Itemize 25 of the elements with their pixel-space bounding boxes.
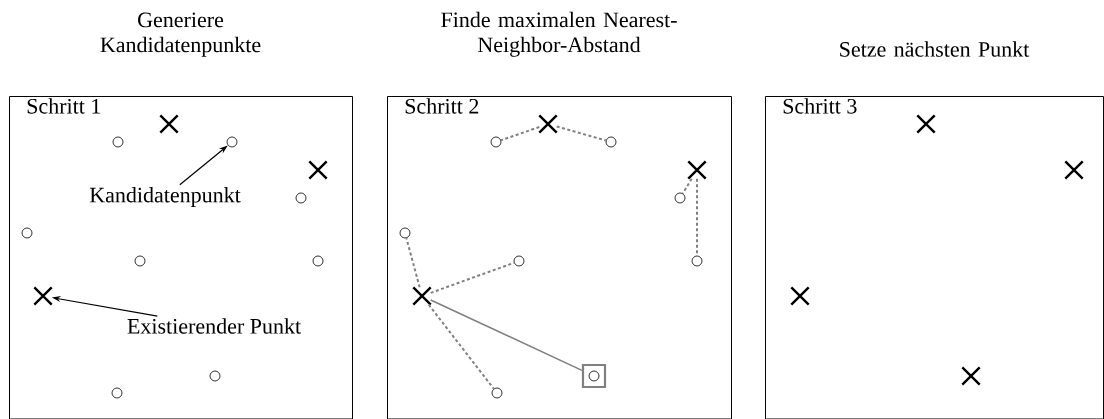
cross-mark: [538, 114, 558, 134]
highlight-square: [581, 363, 607, 389]
cross-mark: [916, 114, 936, 134]
cross-mark: [33, 286, 53, 306]
dotted-line: [429, 261, 515, 294]
dotted-line: [555, 125, 607, 142]
cross-mark: [159, 114, 179, 134]
panel-box: Schritt 3: [765, 96, 1104, 419]
cross-mark: [412, 286, 432, 306]
panel-title: Finde maximalen Nearest-Neighbor-Abstand: [441, 11, 677, 57]
annotation-label: Existierender Punkt: [127, 318, 301, 334]
cross-mark: [961, 366, 981, 386]
dotted-line: [500, 126, 541, 142]
annotation-label: Kandidatenpunkt: [89, 187, 241, 207]
cross-mark: [308, 160, 328, 180]
panel-title: Generiere Kandidatenpunkte: [100, 12, 261, 57]
cross-mark: [687, 160, 707, 180]
dotted-line: [427, 303, 495, 390]
dotted-line: [405, 237, 421, 289]
panel-box: Schritt 2: [387, 96, 732, 419]
distance-line: [429, 299, 583, 372]
cross-mark: [1064, 160, 1084, 180]
dotted-line: [681, 177, 693, 195]
cross-mark: [790, 286, 810, 306]
panel-title: Setze nächsten Punkt: [840, 41, 1030, 57]
